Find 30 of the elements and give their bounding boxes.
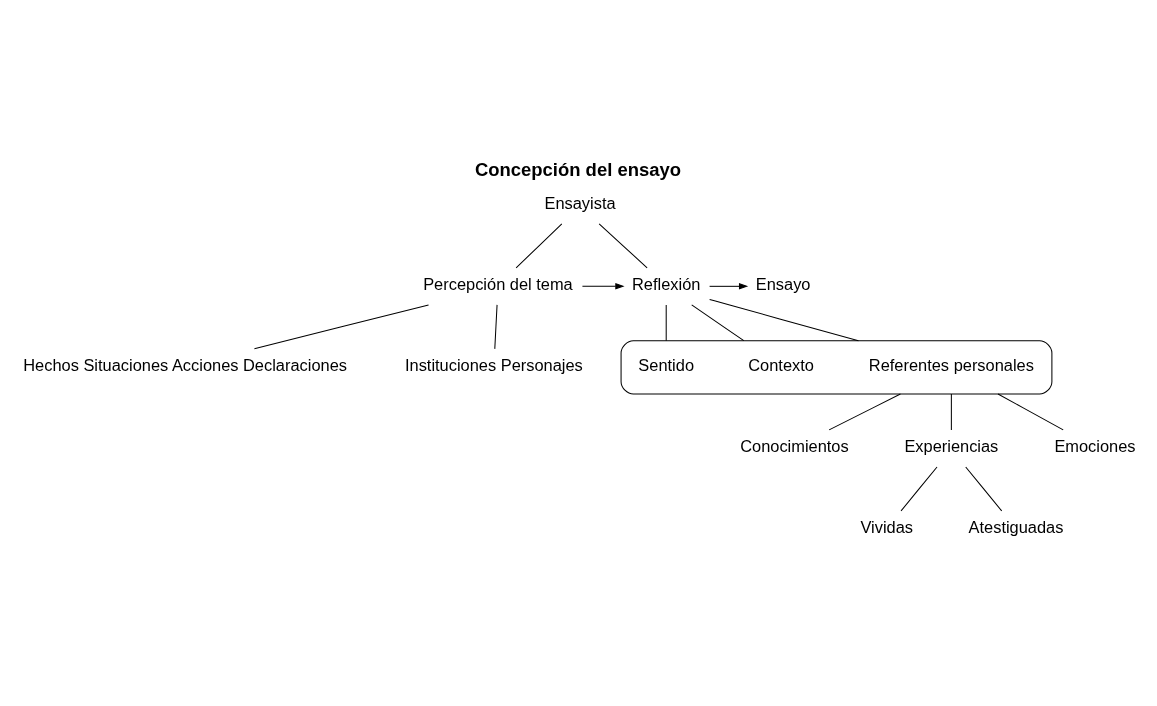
arrow xyxy=(709,283,749,290)
cluster xyxy=(620,340,1053,395)
arrow xyxy=(581,283,625,290)
connector xyxy=(828,393,901,431)
node-text: Referentes personales xyxy=(868,356,1034,375)
node-text: Vividas xyxy=(860,518,914,537)
connector xyxy=(598,223,648,269)
node-text: Emociones xyxy=(1054,437,1136,456)
connector xyxy=(965,466,1003,512)
connector xyxy=(950,393,952,431)
connector xyxy=(997,393,1064,431)
connector xyxy=(253,304,430,350)
node-text: Percepción del tema xyxy=(423,275,573,294)
node-text: Instituciones Personajes xyxy=(404,356,583,375)
connector xyxy=(691,304,745,342)
node-text: Conocimientos xyxy=(740,437,849,456)
connector xyxy=(900,466,938,512)
connector xyxy=(515,223,563,269)
node-text: Atestiguadas xyxy=(968,518,1064,537)
node-text: Sentido xyxy=(638,356,695,375)
connector xyxy=(665,304,667,342)
connector xyxy=(709,298,859,342)
node-text: Ensayo xyxy=(755,275,811,294)
node-text: Reflexión xyxy=(632,275,701,294)
diagram-title: Concepción del ensayo xyxy=(474,158,682,180)
connector xyxy=(494,304,498,350)
node-text: Contexto xyxy=(748,356,814,375)
node-text: Experiencias xyxy=(904,437,999,456)
node-text: Ensayista xyxy=(544,194,616,213)
node-text: Hechos Situaciones Acciones Declaraciones xyxy=(23,356,347,375)
